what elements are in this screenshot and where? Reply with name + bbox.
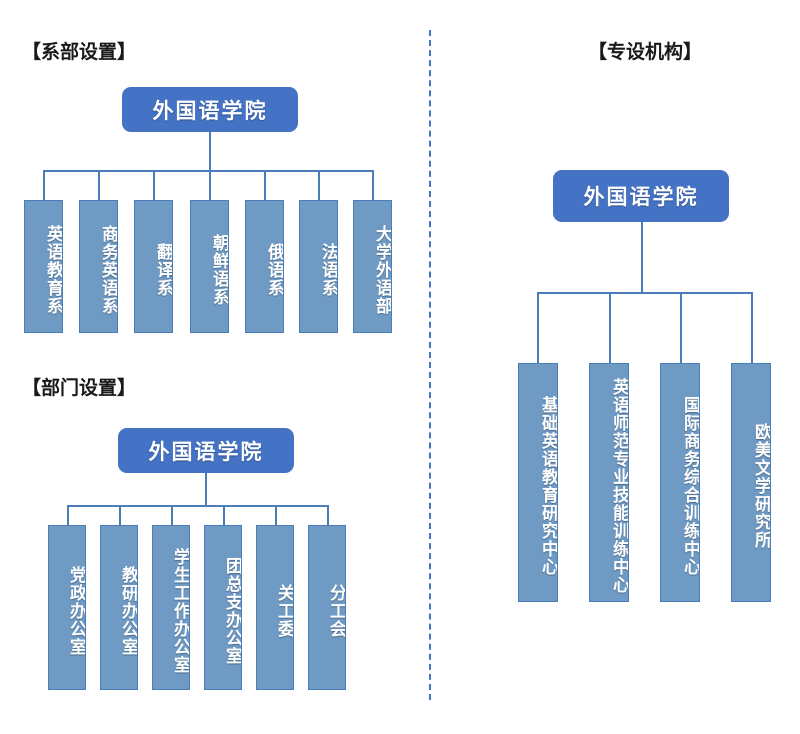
node-institute-1[interactable]: 基础英语教育研究中心 [518, 363, 558, 602]
connector-drop-departments-1 [43, 170, 45, 200]
node-institute-2[interactable]: 英语师范专业技能训练中心 [589, 363, 629, 602]
root-node-departments[interactable]: 外国语学院 [122, 87, 298, 132]
node-department-5[interactable]: 俄语系 [245, 200, 284, 333]
connector-drop-departments-5 [264, 170, 266, 200]
connector-drop-offices-2 [119, 505, 121, 525]
connector-stem-institutes [641, 222, 643, 292]
node-office-1[interactable]: 党政办公室 [48, 525, 86, 690]
section-title-departments: 【系部设置】 [22, 41, 137, 63]
node-department-6[interactable]: 法语系 [299, 200, 338, 333]
section-title-institutes: 【专设机构】 [588, 41, 703, 63]
node-department-3[interactable]: 翻译系 [134, 200, 173, 333]
connector-drop-departments-3 [153, 170, 155, 200]
connector-bus-institutes [537, 292, 752, 294]
node-office-4[interactable]: 团总支办公室 [204, 525, 242, 690]
connector-drop-offices-5 [275, 505, 277, 525]
connector-drop-institutes-3 [680, 292, 682, 363]
connector-drop-institutes-1 [537, 292, 539, 363]
node-department-4[interactable]: 朝鲜语系 [190, 200, 229, 333]
connector-bus-departments [43, 170, 372, 172]
section-divider [429, 30, 431, 700]
node-institute-4[interactable]: 欧美文学研究所 [731, 363, 771, 602]
connector-drop-offices-1 [67, 505, 69, 525]
connector-drop-departments-4 [209, 170, 211, 200]
root-node-offices[interactable]: 外国语学院 [118, 428, 294, 473]
node-department-2[interactable]: 商务英语系 [79, 200, 118, 333]
connector-stem-offices [205, 473, 207, 505]
connector-drop-institutes-4 [751, 292, 753, 363]
connector-bus-offices [67, 505, 327, 507]
node-department-7[interactable]: 大学外语部 [353, 200, 392, 333]
connector-stem-departments [209, 132, 211, 170]
connector-drop-departments-2 [98, 170, 100, 200]
node-office-6[interactable]: 分工会 [308, 525, 346, 690]
connector-drop-offices-6 [327, 505, 329, 525]
node-office-3[interactable]: 学生工作办公室 [152, 525, 190, 690]
section-title-offices: 【部门设置】 [22, 377, 137, 399]
connector-drop-offices-3 [171, 505, 173, 525]
connector-drop-departments-7 [372, 170, 374, 200]
node-department-1[interactable]: 英语教育系 [24, 200, 63, 333]
connector-drop-departments-6 [318, 170, 320, 200]
connector-drop-offices-4 [223, 505, 225, 525]
root-node-institutes[interactable]: 外国语学院 [553, 170, 729, 222]
node-institute-3[interactable]: 国际商务综合训练中心 [660, 363, 700, 602]
node-office-2[interactable]: 教研办公室 [100, 525, 138, 690]
connector-drop-institutes-2 [609, 292, 611, 363]
node-office-5[interactable]: 关工委 [256, 525, 294, 690]
